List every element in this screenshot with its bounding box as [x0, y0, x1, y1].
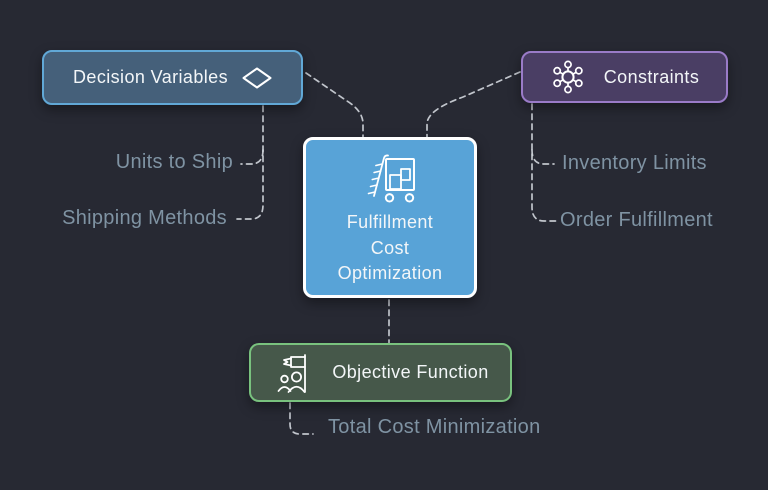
- connector-constraints-trunk: [531, 103, 557, 222]
- constraints-label: Constraints: [603, 66, 700, 87]
- decision-variables-label: Decision Variables: [73, 67, 228, 87]
- team-goal-flag-icon: [277, 353, 307, 393]
- leaf-order-fulfillment: Order Fulfillment: [560, 209, 713, 231]
- connector-units-to-ship-branch: [240, 149, 264, 165]
- leaf-inventory-limits: Inventory Limits: [562, 152, 707, 174]
- center-label-line-3: Optimization: [337, 263, 443, 283]
- delivery-cart-icon: [367, 154, 415, 203]
- leaf-units-to-ship: Units to Ship: [115, 151, 233, 173]
- center-node-label: Fulfillment Cost Optimization: [338, 210, 443, 287]
- leaf-shipping-methods: Shipping Methods: [62, 207, 227, 229]
- center-label-line-2: Cost: [370, 237, 410, 258]
- leaf-total-cost-minimization: Total Cost Minimization: [328, 416, 541, 438]
- connector-constraints-to-center: [426, 71, 521, 139]
- node-fulfillment-cost-optimization: Fulfillment Cost Optimization: [303, 137, 477, 298]
- node-decision-variables: Decision Variables: [42, 50, 303, 105]
- node-objective-function: Objective Function: [249, 343, 512, 402]
- connector-objective-to-total-cost: [289, 402, 314, 435]
- connector-decision-variables-to-center: [305, 72, 364, 139]
- connector-decision-variables-trunk: [236, 105, 264, 220]
- node-constraints: Constraints: [521, 51, 728, 103]
- diamond-icon: [242, 67, 272, 88]
- objective-function-label: Objective Function: [332, 362, 489, 382]
- molecule-network-icon: [553, 60, 583, 94]
- center-label-line-1: Fulfillment: [346, 212, 434, 232]
- connector-inventory-limits-branch: [531, 149, 555, 165]
